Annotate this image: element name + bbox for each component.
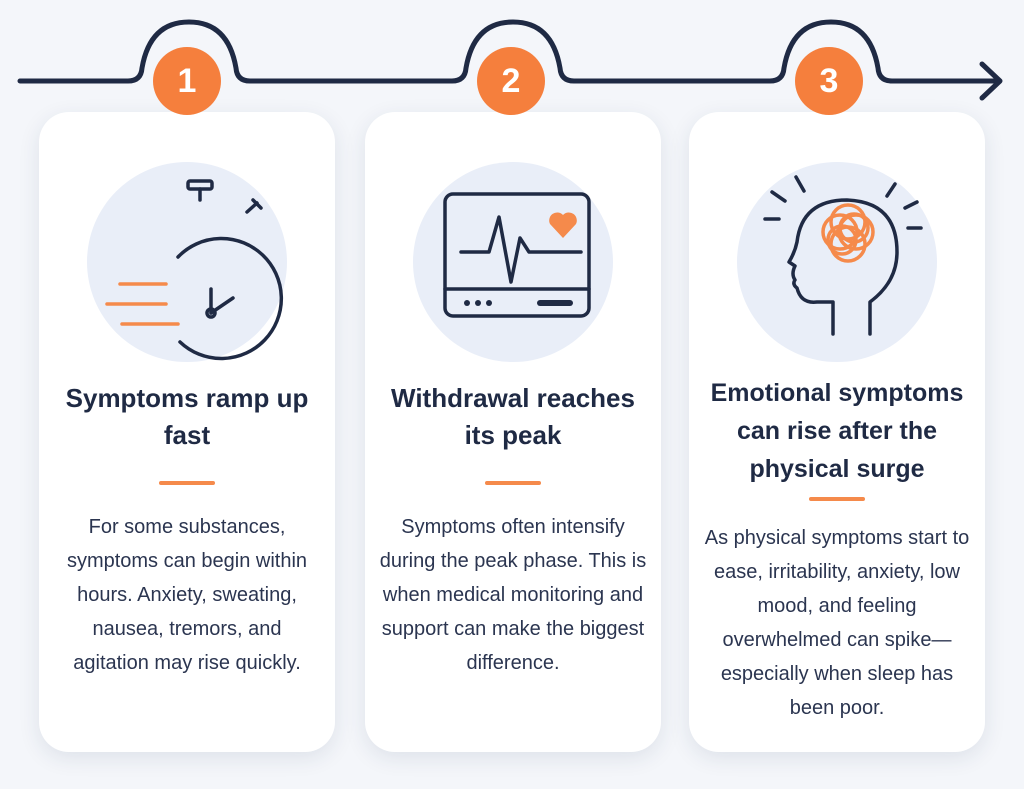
- title-divider: [485, 481, 541, 485]
- step-title: Symptoms ramp up fast: [65, 383, 309, 450]
- step-number-badge: 2: [477, 47, 545, 115]
- brain-knot-icon: [821, 203, 875, 263]
- step-card-3: Emotional symptoms can rise after the ph…: [689, 112, 985, 752]
- heart-icon: [549, 212, 577, 238]
- title-divider: [159, 481, 215, 485]
- icon-circle: [737, 162, 937, 362]
- icon-circle: [87, 162, 287, 362]
- stopwatch-icon: [105, 179, 284, 361]
- step-description: As physical symptoms start to ease, irri…: [704, 527, 970, 719]
- step-number-badge: 3: [795, 47, 863, 115]
- step-card-2: Withdrawal reaches its peak Symptoms oft…: [365, 112, 661, 752]
- step-card-1: Symptoms ramp up fast For some substance…: [39, 112, 335, 752]
- arrowhead-icon: [979, 61, 1003, 101]
- step-description: For some substances, symptoms can begin …: [66, 516, 308, 674]
- icon-circle: [413, 162, 613, 362]
- title-divider: [809, 497, 865, 501]
- step-number-badge: 1: [153, 47, 221, 115]
- step-title: Emotional symptoms can rise after the ph…: [710, 379, 964, 483]
- heart-monitor-icon: [443, 192, 591, 318]
- step-description: Symptoms often intensify during the peak…: [379, 516, 647, 674]
- head-brain-icon: [763, 175, 923, 336]
- step-title: Withdrawal reaches its peak: [391, 383, 635, 450]
